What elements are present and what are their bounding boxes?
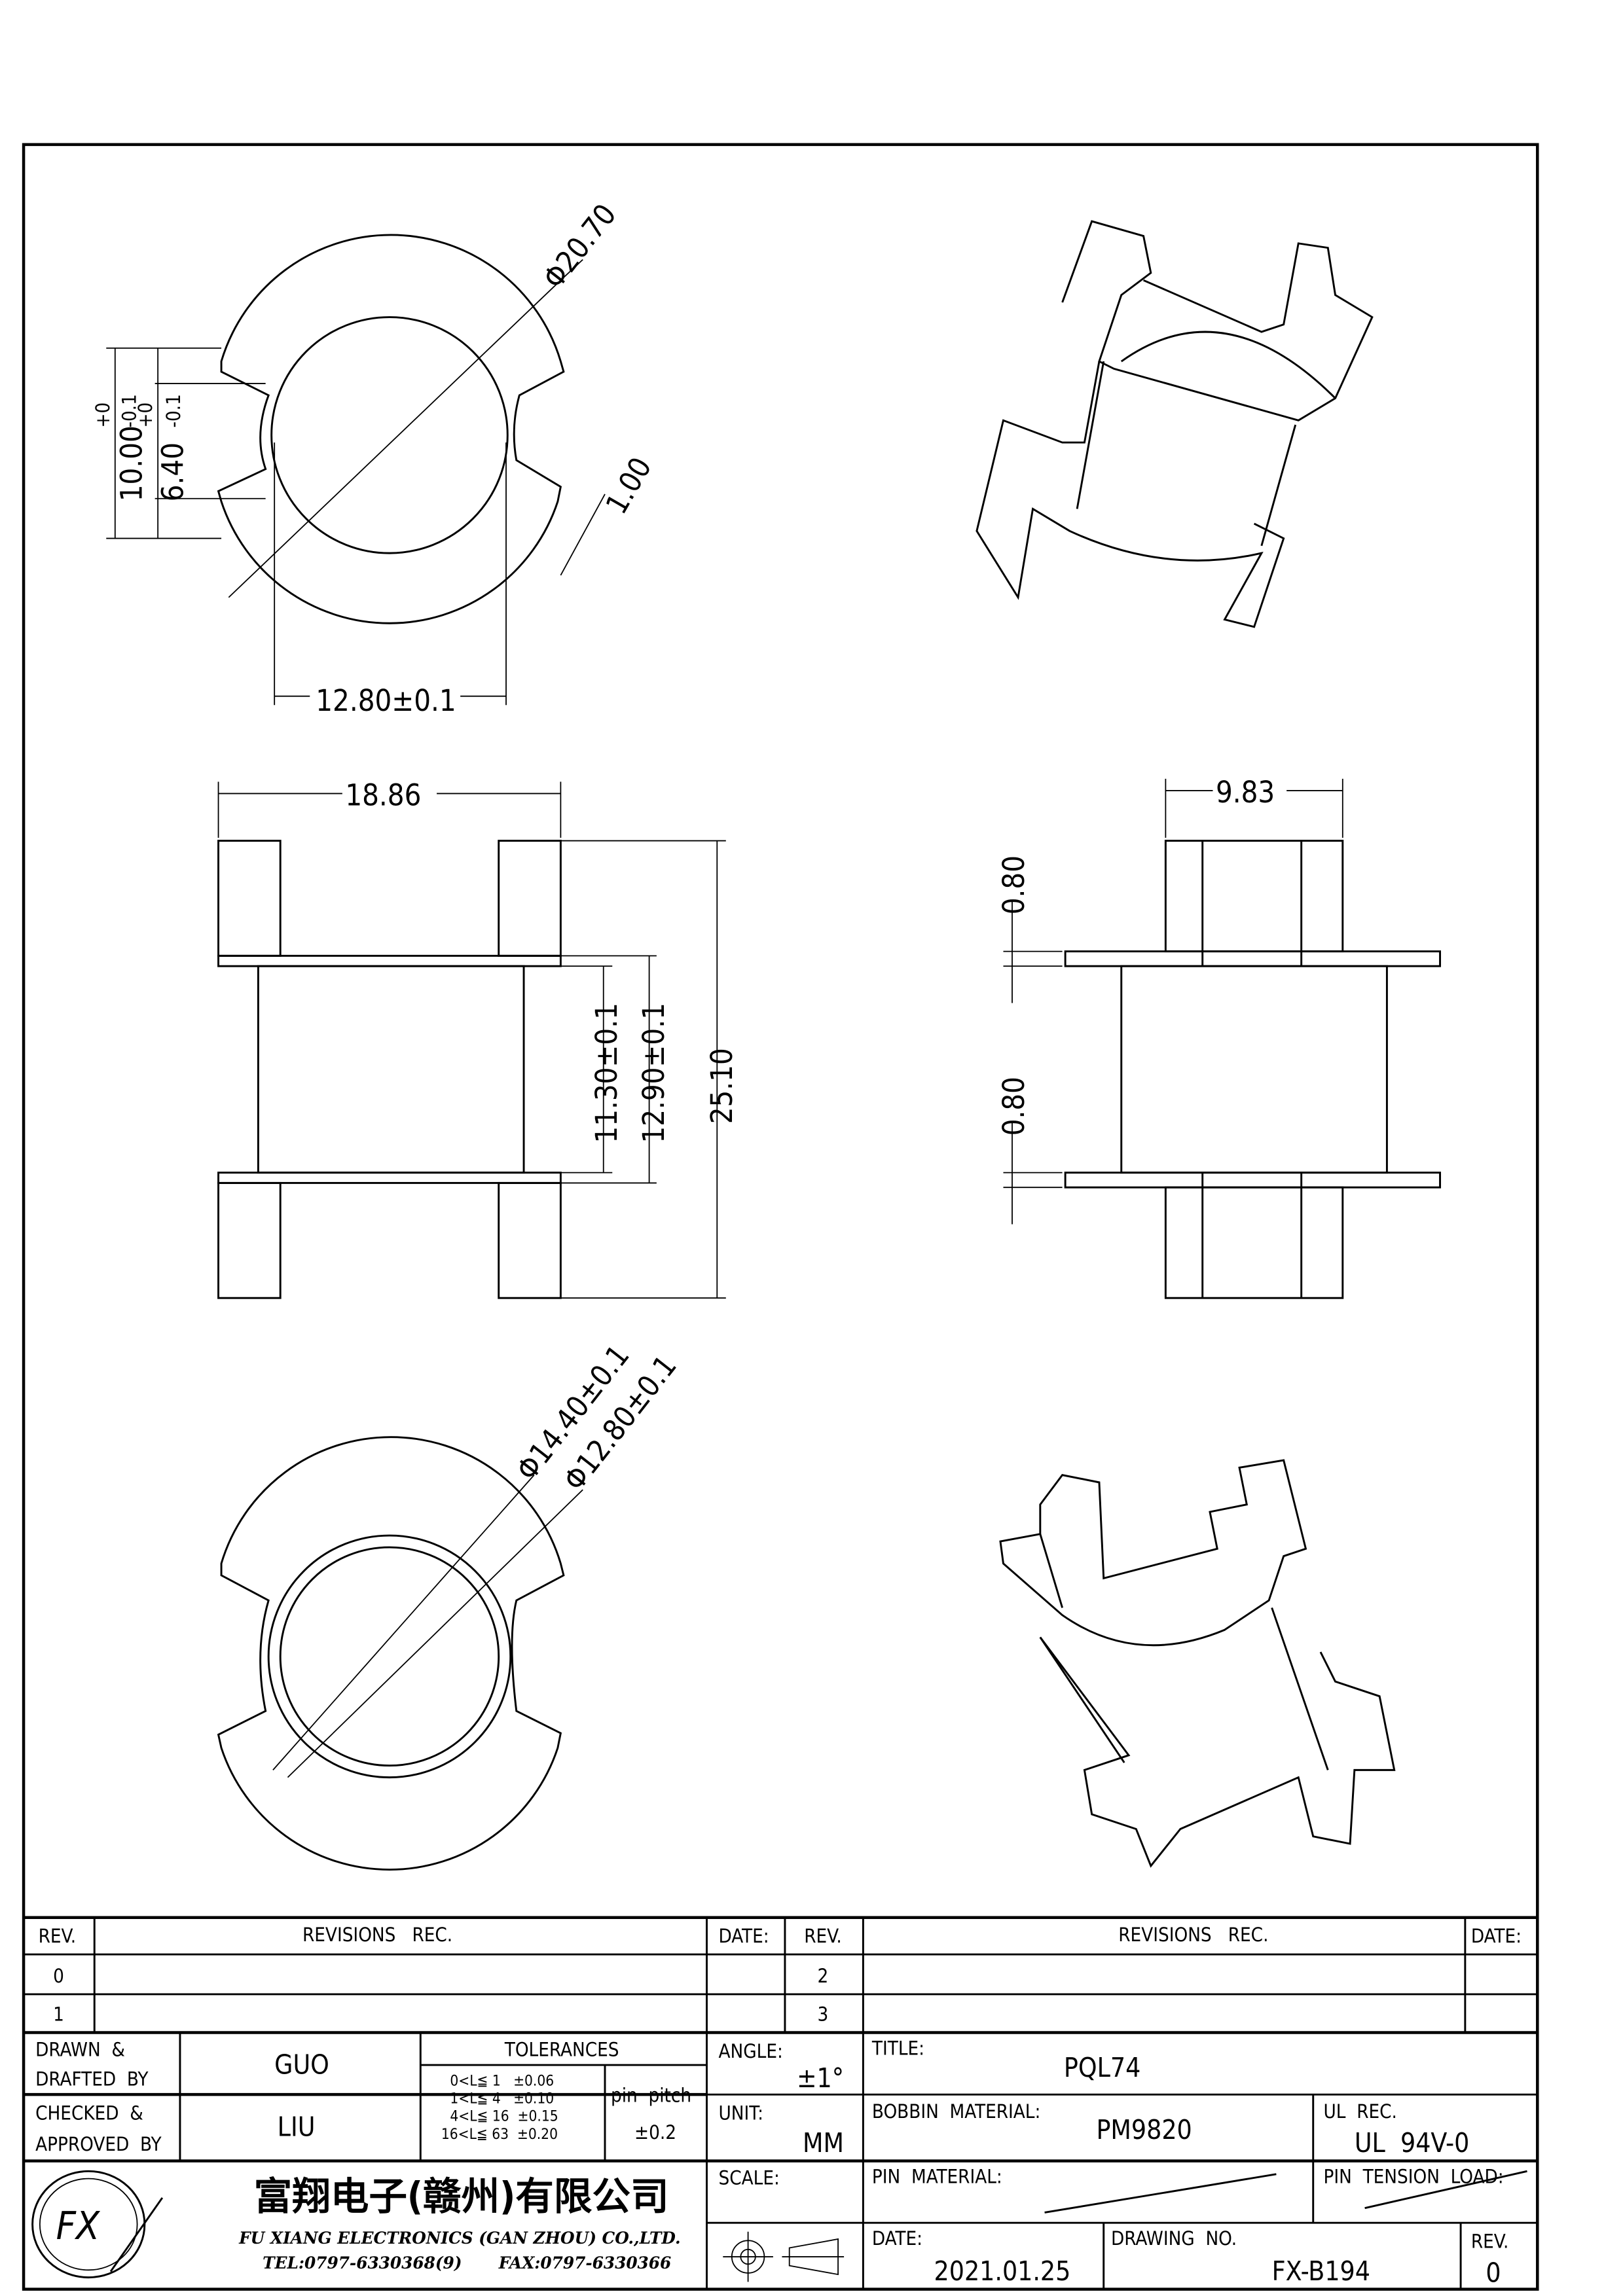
scale-label: SCALE: — [719, 2167, 780, 2189]
drawn-label-2: DRAFTED BY — [35, 2068, 149, 2090]
pin-pitch-value: ±0.2 — [634, 2121, 676, 2144]
checked-label-1: CHECKED & — [35, 2102, 143, 2124]
tolerance-3: 16<L≦ 63 ±0.20 — [441, 2126, 558, 2143]
rev-label: REV. — [1471, 2231, 1509, 2253]
dim-slot-inner: 6.40 — [155, 442, 190, 501]
title-value: PQL74 — [1064, 2052, 1140, 2083]
dim-front-width: 18.86 — [345, 778, 421, 812]
revisions-header-left: REVISIONS REC. — [302, 1924, 452, 1946]
company-name-en: FU XIANG ELECTRONICS (GAN ZHOU) CO.,LTD. — [238, 2229, 681, 2248]
side-view: 9.83 0.80 0.80 — [996, 772, 1442, 1299]
tolerance-1: 1<L≦ 4 ±0.10 — [450, 2090, 554, 2108]
bobbin-material-label: BOBBIN MATERIAL: — [872, 2100, 1040, 2123]
isometric-view-bottom — [999, 1459, 1396, 1868]
tolerance-2: 4<L≦ 16 ±0.15 — [450, 2108, 558, 2125]
dim-slot-inner-tol-plus: +0 — [134, 403, 156, 428]
dim-core-height: 11.30±0.1 — [589, 1003, 624, 1143]
front-view: 18.86 11.30±0.1 12.90±0.1 25.10 — [217, 776, 739, 1299]
dim-slot-outer: 10.00 — [114, 425, 149, 501]
company-logo: FX — [31, 2170, 164, 2279]
ul-value: UL 94V-0 — [1355, 2127, 1470, 2159]
unit-value: MM — [803, 2127, 844, 2159]
drawn-label-1: DRAWN & — [35, 2039, 125, 2061]
ul-label: UL REC. — [1324, 2100, 1397, 2123]
tolerance-0: 0<L≦ 1 ±0.06 — [450, 2073, 554, 2090]
angle-label: ANGLE: — [719, 2040, 783, 2062]
rev-1: 1 — [53, 2003, 64, 2025]
rev-3: 3 — [818, 2003, 829, 2025]
angle-value: ±1° — [797, 2062, 844, 2094]
bobbin-material-value: PM9820 — [1096, 2114, 1192, 2145]
date-label: DATE: — [872, 2227, 922, 2250]
rev-0: 0 — [53, 1965, 64, 1987]
company-fax: FAX:0797-6330366 — [498, 2253, 672, 2272]
dim-flange-bottom: 0.80 — [996, 1077, 1031, 1136]
dim-inner-width: 12.80±0.1 — [316, 683, 456, 718]
tolerances-label: TOLERANCES — [504, 2039, 619, 2061]
rev-value: 0 — [1486, 2257, 1501, 2288]
unit-label: UNIT: — [719, 2102, 764, 2124]
dim-front-height: 25.10 — [704, 1048, 739, 1124]
drawn-by: GUO — [274, 2049, 329, 2081]
rev-2: 2 — [818, 1965, 829, 1987]
drawing-no-label: DRAWING NO. — [1111, 2227, 1237, 2250]
rev-header-right: REV. — [804, 1925, 842, 1947]
dim-slot-inner-tol-minus: -0.1 — [162, 394, 185, 427]
pin-material-label: PIN MATERIAL: — [872, 2165, 1002, 2187]
drawing-no-value: FX-B194 — [1272, 2255, 1370, 2287]
pin-pitch-label: pin pitch — [611, 2084, 691, 2106]
projection-symbol-icon — [723, 2231, 845, 2282]
date-header-left: DATE: — [719, 1925, 769, 1947]
title-label: TITLE: — [871, 2037, 924, 2059]
date-value: 2021.01.25 — [934, 2255, 1071, 2287]
dim-side-width: 9.83 — [1216, 775, 1275, 810]
rev-header-left: REV. — [39, 1925, 77, 1947]
title-block: REV. REVISIONS REC. DATE: REV. REVISIONS… — [24, 1916, 1538, 2289]
isometric-view-top — [976, 220, 1374, 628]
dim-slot-outer-tol-minus: -0.1 — [118, 394, 140, 427]
revisions-header-right: REVISIONS REC. — [1118, 1924, 1268, 1946]
dim-slot-outer-tol-plus: +0 — [92, 403, 114, 428]
date-header-right: DATE: — [1471, 1925, 1522, 1947]
checked-label-2: APPROVED BY — [35, 2133, 162, 2155]
company-name-cn: 富翔电子(赣州)有限公司 — [254, 2174, 669, 2219]
dim-flange-top: 0.80 — [996, 855, 1031, 914]
dim-flange-inner: 12.90±0.1 — [636, 1003, 671, 1143]
logo-text: FX — [56, 2204, 101, 2248]
company-tel: TEL:0797-6330368(9) — [263, 2253, 462, 2272]
checked-by: LIU — [278, 2111, 316, 2142]
pin-tension-label: PIN TENSION LOAD: — [1324, 2165, 1504, 2187]
sheet-border — [22, 143, 1539, 2291]
